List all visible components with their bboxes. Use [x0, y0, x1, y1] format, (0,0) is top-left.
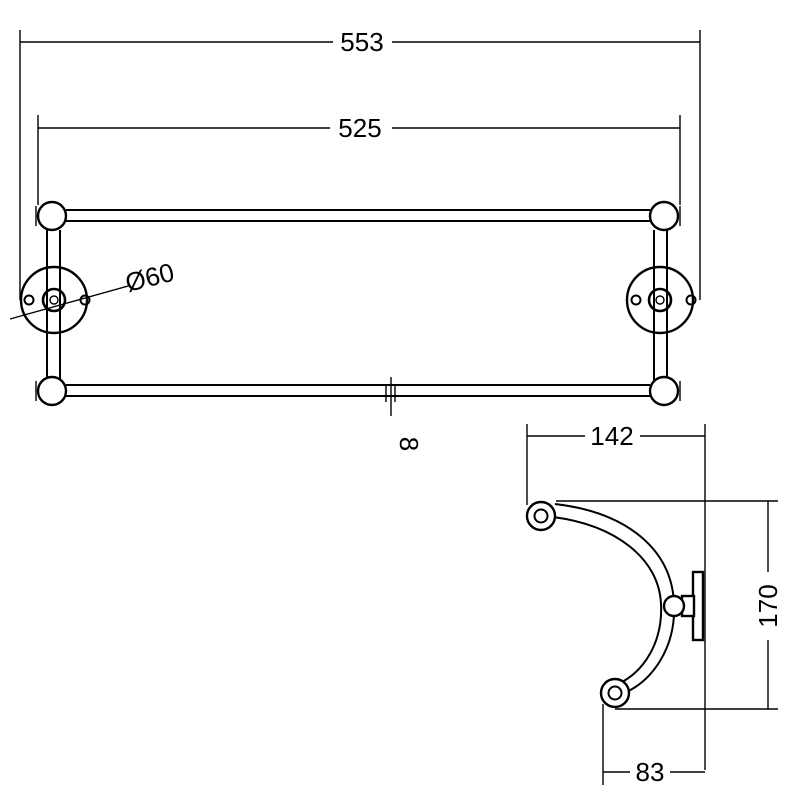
bar-diameter-dimension: 8 — [385, 377, 424, 451]
wall-offset-dimension: 83 — [602, 704, 705, 787]
right-bottom-finial — [648, 375, 680, 407]
top-rail — [66, 209, 650, 222]
left-top-finial — [36, 200, 68, 232]
overall-width-label: 553 — [340, 27, 383, 57]
bottom-rail — [66, 384, 650, 397]
side-bracket-arm — [552, 503, 676, 695]
left-screw-hole-a — [23, 294, 35, 306]
side-bottom-rail-end — [599, 677, 631, 709]
bar-diameter-label: 8 — [394, 437, 424, 451]
right-top-finial — [648, 200, 680, 232]
left-end-bracket — [19, 200, 91, 407]
side-view: 142 170 83 — [525, 421, 783, 787]
flange-diameter-label: Ø60 — [122, 257, 177, 298]
bar-length-dimension: 525 — [37, 113, 681, 205]
side-height-label: 170 — [753, 584, 783, 627]
bar-length-label: 525 — [338, 113, 381, 143]
side-height-dimension: 170 — [556, 500, 783, 710]
side-depth-dimension: 142 — [526, 421, 706, 770]
wall-offset-label: 83 — [636, 757, 665, 787]
front-view: 553 525 — [9, 27, 701, 451]
right-screw-hole-a — [630, 294, 642, 306]
side-depth-label: 142 — [590, 421, 633, 451]
overall-width-dimension: 553 — [19, 27, 701, 300]
right-end-bracket — [625, 200, 697, 407]
left-bottom-finial — [36, 375, 68, 407]
right-wall-flange — [625, 265, 695, 335]
side-wall-mount — [662, 570, 705, 642]
side-mount-knuckle — [662, 594, 686, 618]
side-top-rail-end — [525, 500, 557, 532]
left-wall-flange — [19, 265, 89, 335]
right-screw-hole-b — [685, 294, 697, 306]
